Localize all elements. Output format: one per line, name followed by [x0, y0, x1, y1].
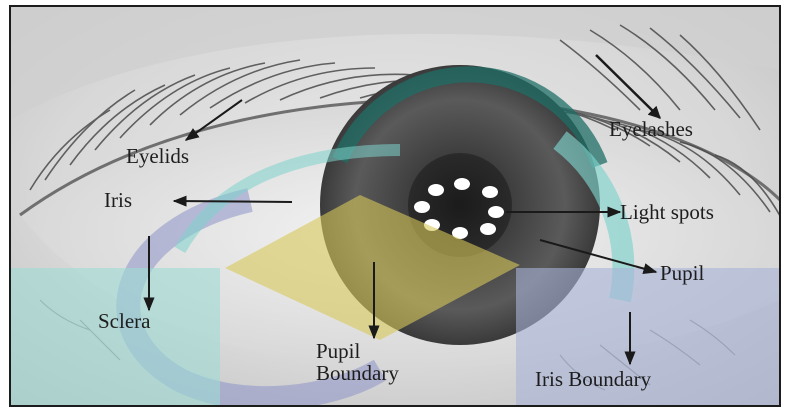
label-light-spots: Light spots	[620, 201, 714, 223]
label-eyelashes: Eyelashes	[609, 118, 693, 140]
label-iris: Iris	[104, 189, 132, 211]
label-iris-boundary: Iris Boundary	[535, 368, 651, 390]
label-pupil-boundary-line2: Boundary	[316, 362, 399, 384]
label-eyelids: Eyelids	[126, 145, 189, 167]
arrow-iris	[174, 201, 292, 202]
overlay-teal-box	[10, 268, 220, 406]
label-sclera: Sclera	[98, 310, 150, 332]
label-pupil-boundary: Pupil Boundary	[316, 340, 399, 384]
label-pupil-boundary-line1: Pupil	[316, 340, 399, 362]
label-pupil: Pupil	[660, 262, 704, 284]
